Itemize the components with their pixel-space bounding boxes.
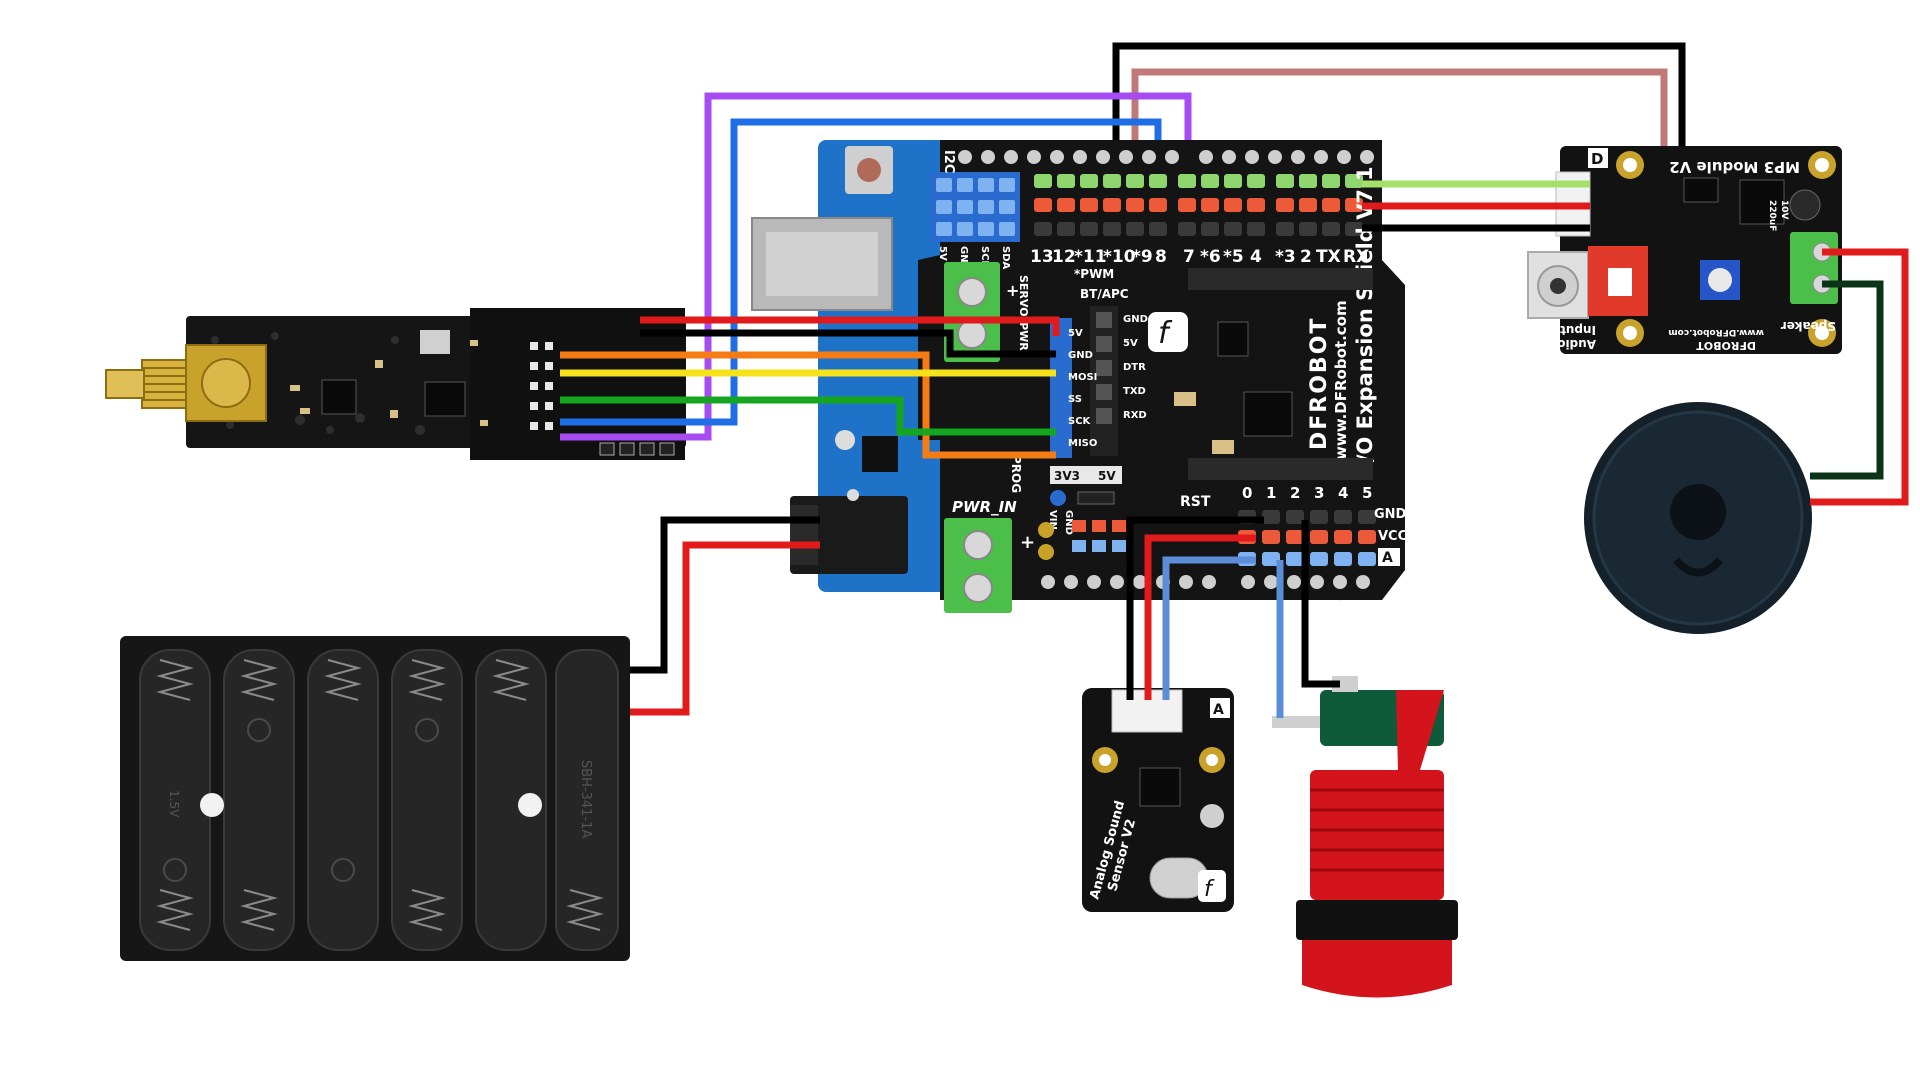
bt-pin-rxd: RXD <box>1123 410 1147 421</box>
mp3-brand: DFROBOT <box>1696 339 1756 352</box>
wires-front <box>560 180 1909 718</box>
pin-label-11: *11 <box>1074 247 1107 267</box>
pin-label-9: *9 <box>1132 247 1153 267</box>
pwm-label: *PWM <box>1074 267 1114 281</box>
v5v-label: 5V <box>1098 469 1116 483</box>
spi-pin-ss: SS <box>1068 394 1082 405</box>
wire-blue-sound <box>1162 556 1256 700</box>
sound-sensor-a-label: A <box>1213 702 1224 718</box>
v3v3-label: 3V3 <box>1054 469 1080 483</box>
pin-label-5: *5 <box>1223 247 1244 267</box>
analog-pin-3: 3 <box>1314 484 1324 502</box>
pin-label-4: 4 <box>1250 247 1262 267</box>
wire-black-sound <box>1126 516 1264 700</box>
gnd-vin-label: GND <box>1063 510 1074 535</box>
spi-pin-mosi: MOSI <box>1068 372 1097 383</box>
analog-sound-sensor: A f Analog Sound Sensor V2 <box>1082 688 1234 912</box>
i2c-label: I2C <box>941 150 956 173</box>
spi-pin-5v: 5V <box>1068 328 1083 339</box>
mp3-input-label: Input <box>1560 323 1596 337</box>
servo-pwr-label: SERVO_PWR <box>1017 275 1030 351</box>
wire-red-battery <box>630 541 820 716</box>
mp3-speaker-label: Speaker <box>1781 319 1836 333</box>
pin-label-tx: TX <box>1316 247 1341 267</box>
pin-label-6: *6 <box>1200 247 1221 267</box>
i2c-pin-scl: SCL <box>979 246 990 268</box>
wire-red-sound <box>1144 534 1256 700</box>
speaker-terminal <box>1790 232 1838 304</box>
battery-holder: 1.5V SBH-341-1A <box>120 636 630 961</box>
pin-label-3: *3 <box>1275 247 1296 267</box>
pwr-plus-label: + <box>1020 532 1035 553</box>
wire-red-speaker <box>1810 248 1909 506</box>
spi-pin-miso: MISO <box>1068 438 1097 449</box>
shield-pcb <box>918 140 1405 600</box>
pin-label-8: 8 <box>1155 247 1167 267</box>
mp3-url: www.DFRobot.com <box>1668 327 1764 337</box>
i2c-pin-sda: SDA <box>1000 246 1011 270</box>
mp3-cap-label: 220uF <box>1767 200 1777 231</box>
shield-url: www.DFRobot.com <box>1332 300 1350 460</box>
pwr-in-terminal <box>944 518 1012 613</box>
bt-apc-label: BT/APC <box>1080 287 1129 301</box>
vin-label: VIN <box>1047 510 1058 530</box>
io-shield: 13 12 *11 *10 *9 8 7 *6 *5 4 *3 2 TX RX … <box>918 140 1407 613</box>
wire-green-rf <box>560 396 1056 436</box>
pin-label-10: *10 <box>1103 247 1136 267</box>
bt-pin-gnd: GND <box>1123 314 1148 325</box>
arcade-push-button <box>1272 676 1458 998</box>
servo-plus-label: + <box>1006 281 1019 300</box>
i2c-pin-5v: 5V <box>937 246 948 261</box>
wire-black-button <box>1301 520 1340 688</box>
bt-pin-dtr: DTR <box>1123 362 1146 373</box>
wire-black-rf <box>640 329 1056 358</box>
prog-label: PROG <box>1009 455 1023 493</box>
mp3-d-label: D <box>1591 150 1603 168</box>
shield-name: I/O Expansion Shield V7.1 <box>1353 166 1377 470</box>
bt-pin-txd: TXD <box>1123 386 1146 397</box>
wire-black-battery <box>630 516 820 674</box>
dc-barrel-jack <box>790 496 908 574</box>
analog-vcc-label: VCC <box>1378 529 1407 544</box>
mp3-audio-label: Audio <box>1557 337 1596 351</box>
wire-orange-rf <box>560 351 1056 459</box>
pwr-in-label: PWR_IN <box>952 498 1017 516</box>
bt-pin-5v: 5V <box>1123 338 1138 349</box>
analog-pin-2: 2 <box>1290 484 1300 502</box>
shield-brand: DFROBOT <box>1307 317 1332 450</box>
pin-label-rx: RX <box>1343 247 1369 267</box>
dfrobot-logo-badge <box>1148 312 1188 352</box>
battery-part-label: SBH-341-1A <box>578 760 593 838</box>
i2c-pin-gnd: GND <box>958 246 969 271</box>
digital-pin-labels: 13 12 *11 *10 *9 8 7 *6 *5 4 *3 2 TX RX <box>1030 247 1369 267</box>
wire-red-rf <box>640 316 1060 336</box>
analog-pin-1: 1 <box>1266 484 1276 502</box>
battery-voltage-label: 1.5V <box>167 790 181 818</box>
spi-pin-sck: SCK <box>1068 416 1092 427</box>
analog-pin-5: 5 <box>1362 484 1372 502</box>
button-nut <box>1296 900 1458 940</box>
mp3-module: D MP3 Module V2 Audio Input 220uF 10V Sp… <box>1527 146 1842 354</box>
speaker <box>1584 402 1812 634</box>
analog-pin-0: 0 <box>1242 484 1252 502</box>
wire-darkgreen-speaker <box>1810 280 1884 480</box>
pin-label-2: 2 <box>1300 247 1312 267</box>
mp3-cap-voltage: 10V <box>1779 200 1789 220</box>
analog-a-label: A <box>1382 550 1393 566</box>
mp3-title: MP3 Module V2 <box>1669 158 1800 176</box>
pin-label-12: 12 <box>1052 247 1076 267</box>
spi-pin-gnd: GND <box>1068 350 1093 361</box>
button-body <box>1310 770 1444 900</box>
analog-gnd-label: GND <box>1374 507 1407 522</box>
sound-sensor-logo-icon: f <box>1204 877 1215 902</box>
button-cap <box>1302 940 1452 998</box>
rst-label: RST <box>1180 494 1211 510</box>
analog-pin-4: 4 <box>1338 484 1348 502</box>
pin-label-7: 7 <box>1183 247 1195 267</box>
pin-label-13: 13 <box>1030 247 1054 267</box>
